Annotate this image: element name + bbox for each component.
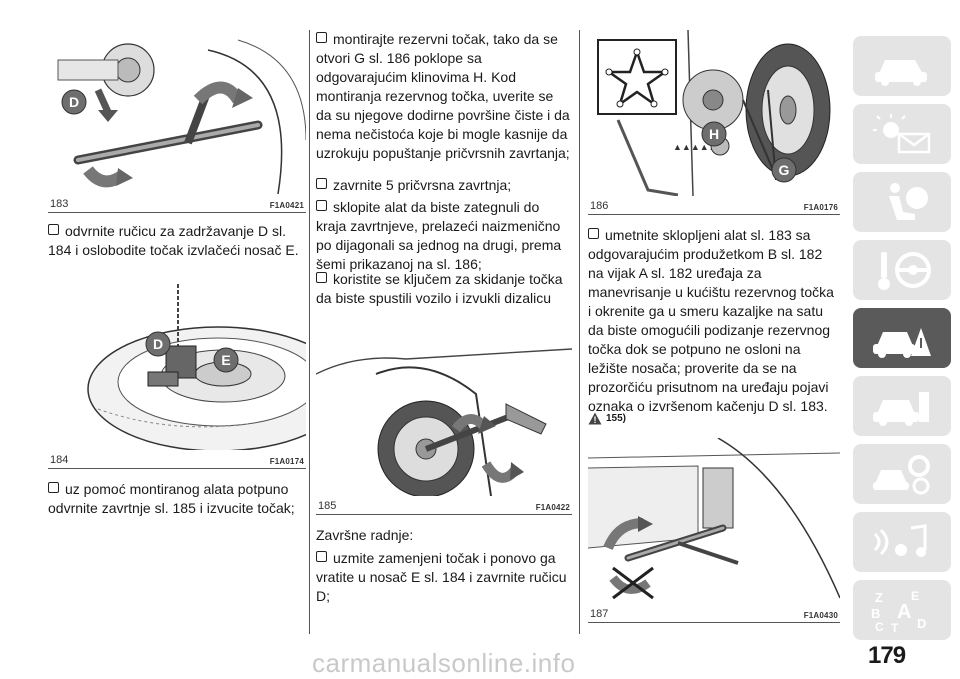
key-steering-wheel-icon — [878, 252, 931, 290]
figure-185-illustration — [316, 334, 572, 496]
figure-186-label-g: G — [779, 162, 790, 178]
warning-reference: ! 155) — [588, 412, 626, 425]
figure-186-illustration: ▲▲▲▲▲ H G — [588, 30, 840, 196]
figure-186-label-h: H — [709, 126, 719, 142]
figure-184-label-e: E — [221, 352, 230, 368]
watermark: carmanualsonline.info — [312, 648, 576, 678]
col1-paragraph-2: uz pomoć montiranog alata potpuno odvrni… — [48, 481, 295, 516]
car-maintenance-icon — [873, 392, 929, 426]
index-letter: A — [897, 601, 911, 623]
page-number: 179 — [868, 642, 906, 669]
col3-paragraph-1: umetnite sklopljeni alat sl. 183 sa odgo… — [588, 227, 834, 414]
bullet-checkbox-icon — [588, 228, 599, 239]
bullet-checkbox-icon — [316, 272, 327, 283]
figure-code: F1A0430 — [803, 611, 838, 620]
index-letter: C — [875, 620, 884, 632]
figure-183-caption: 183 F1A0421 — [50, 196, 304, 210]
figure-187-caption: 187 F1A0430 — [590, 606, 838, 620]
bullet-checkbox-icon — [316, 200, 327, 211]
bullet-checkbox-icon — [48, 482, 59, 493]
col1-paragraph-1: odvrnite ručicu za zadržavanje D sl. 184… — [48, 223, 299, 258]
bullet-checkbox-icon — [316, 32, 327, 43]
figure-184-caption: 184 F1A0174 — [50, 452, 304, 466]
figure-183-illustration: D — [48, 30, 306, 194]
chapter-tab-index[interactable]: Z E B A C T D — [853, 580, 951, 640]
figure-number: 187 — [590, 608, 609, 620]
figure-183: D 183 F1A0421 — [48, 30, 306, 213]
bullet-checkbox-icon — [316, 178, 327, 189]
figure-187: 187 F1A0430 — [588, 438, 840, 623]
column-divider-right — [579, 30, 580, 634]
warning-lights-message-icon — [873, 114, 931, 154]
figure-184-illustration: D E — [48, 284, 306, 450]
index-letter: D — [917, 616, 926, 631]
chapter-tab-warning-lights[interactable] — [853, 104, 951, 164]
figure-183-label-d: D — [69, 94, 79, 110]
chapter-tab-multimedia[interactable] — [853, 512, 951, 572]
col2-paragraph-3: sklopite alat da biste zategnuli do kraj… — [316, 199, 562, 272]
figure-184: D E 184 F1A0174 — [48, 284, 306, 469]
chapter-tab-dashboard[interactable] — [853, 36, 951, 96]
col2-paragraph-2: zavrnite 5 pričvrsna zavrtnja; — [316, 176, 572, 195]
figure-184-label-d: D — [153, 336, 163, 352]
figure-number: 185 — [318, 500, 337, 512]
chapter-tab-maintenance[interactable] — [853, 376, 951, 436]
figure-code: F1A0174 — [269, 457, 304, 466]
chapter-tab-safety[interactable] — [853, 172, 951, 232]
figure-code: F1A0176 — [803, 203, 838, 212]
svg-text:!: ! — [594, 415, 597, 425]
index-letter: E — [911, 589, 919, 603]
multimedia-icon — [873, 524, 927, 557]
figure-code: F1A0422 — [535, 503, 570, 512]
index-letter: Z — [875, 590, 883, 605]
chapter-tab-technical-data[interactable] — [853, 444, 951, 504]
figure-187-illustration — [588, 438, 840, 604]
svg-text:▲▲▲▲▲: ▲▲▲▲▲ — [673, 142, 718, 152]
bullet-checkbox-icon — [48, 224, 59, 235]
warning-triangle-icon: ! — [588, 412, 602, 425]
index-letter: T — [891, 621, 899, 632]
figure-code: F1A0421 — [269, 201, 304, 210]
figure-186: ▲▲▲▲▲ H G 186 F1A0176 — [588, 30, 840, 215]
chapter-tab-starting-driving[interactable] — [853, 240, 951, 300]
seat-airbag-icon — [889, 183, 928, 220]
figure-185: 185 F1A0422 — [316, 334, 572, 515]
figure-185-caption: 185 F1A0422 — [318, 498, 570, 512]
col2-paragraph-1: montirajte rezervni točak, tako da se ot… — [316, 31, 570, 161]
col2-paragraph-5: uzmite zamenjeni točak i ponovo ga vrati… — [316, 550, 567, 604]
figure-number: 183 — [50, 198, 69, 210]
chapter-tab-emergency[interactable] — [853, 308, 951, 368]
warning-note-number: 155) — [606, 413, 627, 424]
col2-paragraph-4: koristite se ključem za skidanje točka d… — [316, 271, 563, 306]
figure-number: 186 — [590, 200, 609, 212]
section-heading-final-steps: Završne radnje: — [316, 527, 414, 543]
car-breakdown-icon — [873, 328, 931, 358]
bullet-checkbox-icon — [316, 551, 327, 562]
car-dashboard-icon — [875, 60, 927, 86]
index-letter: B — [871, 606, 880, 621]
figure-186-caption: 186 F1A0176 — [590, 198, 838, 212]
alphabetical-index-icon: Z E B A C T D — [871, 589, 926, 632]
column-divider-left — [309, 30, 310, 634]
figure-number: 184 — [50, 454, 69, 466]
car-gears-specs-icon — [873, 455, 930, 495]
